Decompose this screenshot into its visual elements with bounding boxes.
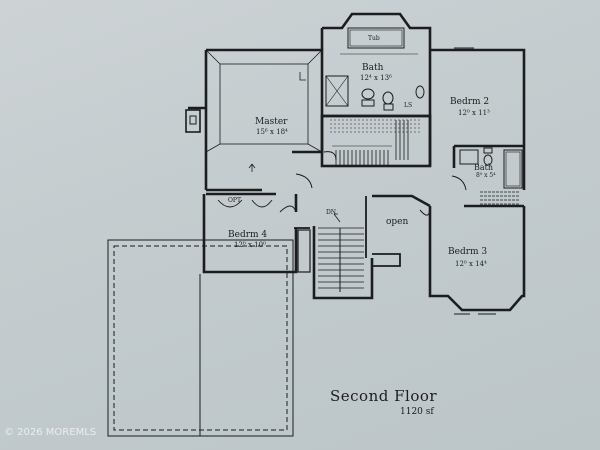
bedroom-2-dimensions: 12⁰ x 11³ [458,109,490,117]
floor-area: 1120 sf [400,407,434,417]
bedroom-2-label: Bedrm 2 [450,97,490,107]
main-bath-fixtures [325,27,425,111]
main-bath-label: Bath [362,63,384,73]
floor-title: Second Floor [330,387,438,405]
tub-label: Tub [368,35,380,42]
small-bath-label: Bath [474,163,494,172]
bedroom-4-dimensions: 12⁰ x 10⁰ [234,241,266,249]
small-bath-fixtures [459,147,523,205]
linen-storage-label: LS [404,102,413,109]
bedroom-4-walls [202,192,311,274]
small-bath-dimensions: 8⁰ x 5⁴ [476,172,496,179]
master-walls [185,48,324,192]
closet [320,114,432,168]
bedroom-3-label: Bedrm 3 [448,247,488,257]
master-label: Master [255,117,288,127]
bedroom-2-walls [428,47,526,208]
open-area-label: open [386,217,409,227]
master-dimensions: 15⁶ x 18⁴ [256,128,288,136]
bedroom-3-walls [419,205,526,315]
option-label: OPT [228,197,241,204]
main-bath-dimensions: 12⁴ x 13⁶ [360,74,392,82]
master-ceiling-detail [205,49,323,172]
stair-down-label: DN [326,209,337,216]
bedroom-3-dimensions: 12⁰ x 14⁴ [455,260,487,268]
bedroom-4-label: Bedrm 4 [228,230,268,240]
bedroom-4-closet-doors [217,199,297,213]
watermark: © 2026 MOREMLS [4,427,97,438]
garage-roof-outline [107,239,294,437]
stair-and-open-area [312,194,431,300]
door-swings [295,151,467,191]
